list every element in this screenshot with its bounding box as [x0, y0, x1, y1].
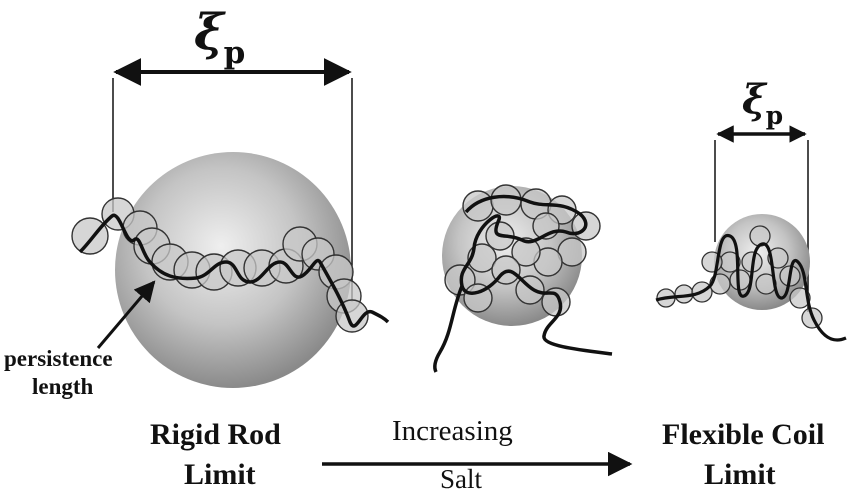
middle-tail: [435, 286, 462, 372]
intermediate-group: [435, 185, 612, 372]
xi-p-right-label: ξp: [742, 76, 783, 140]
xi-left-sub: p: [224, 35, 246, 71]
flexible-coil-group: [656, 134, 846, 340]
persistence-label-line1: persistence: [4, 346, 113, 372]
xi-right-sub: p: [766, 101, 783, 130]
flexible-coil-limit: Limit: [704, 458, 776, 492]
xi-p-left-label: ξp: [194, 2, 245, 83]
rigid-rod-limit: Limit: [184, 458, 256, 492]
persistence-label-line2: length: [32, 374, 93, 400]
increasing-label: Increasing: [392, 415, 513, 448]
flexible-coil-title: Flexible Coil: [662, 418, 824, 452]
salt-label: Salt: [440, 464, 482, 495]
xi-right-symbol: ξ: [742, 76, 766, 123]
rigid-rod-group: [72, 72, 388, 388]
xi-left-symbol: ξ: [194, 2, 224, 61]
rigid-rod-title: Rigid Rod: [150, 418, 281, 452]
